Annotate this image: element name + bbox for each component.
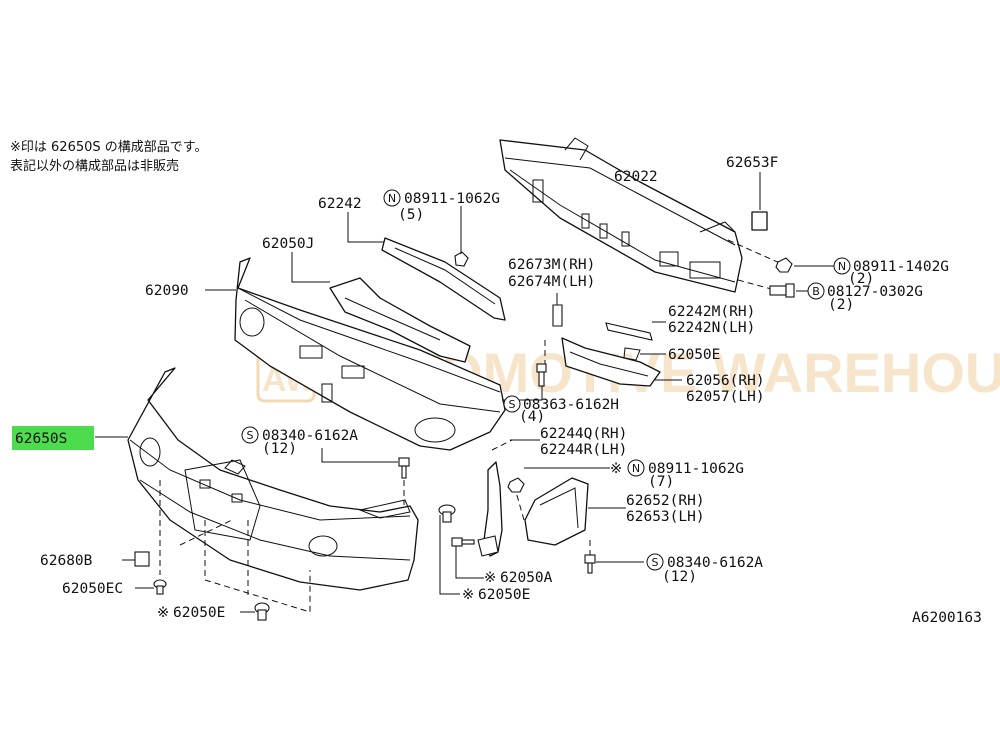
label-62242: 62242 [318,196,362,212]
label-62652: 62652(RH) [626,493,705,509]
label-62242M: 62242M(RH) [668,304,755,320]
bracket-62056 [544,337,661,387]
label-62244Q: 62244Q(RH) [540,426,627,442]
label-08340-6162A-lower: 08340-6162A [667,555,763,571]
screw-symbol-3 [646,553,664,571]
svg-text:S: S [652,556,659,569]
nut-symbol-2 [833,257,851,275]
label-62050E-top: 62050E [668,347,720,363]
label-08363-6162H: 08363-6162H [523,397,619,413]
label-62050E-mid: 62050E [478,587,530,603]
svg-text:S: S [247,429,254,442]
bracket-62652 [515,477,589,546]
label-62090: 62090 [145,283,189,299]
label-qty-5: (5) [398,207,424,223]
reinforcement-62022 [499,137,743,293]
label-62650S: 62650S [15,431,67,447]
clip-62050E-bottom-icon [254,602,270,621]
label-08127-0302G: 08127-0302G [827,284,923,300]
bumper-main-62650S [127,367,419,591]
label-62244R: 62244R(LH) [540,442,627,458]
note-component-parts: ※印は 62650S の構成部品です。 [10,140,208,155]
screw-08340-6162A-icon [398,457,410,479]
label-qty-2a: (2) [848,271,874,287]
clip-62050EC-icon [153,579,167,595]
nut-symbol-1 [383,189,401,207]
label-qty-4: (4) [519,409,545,425]
screw-08340-6162A-lower-icon [584,554,596,574]
svg-text:B: B [812,285,820,298]
label-62057: 62057(LH) [686,389,765,405]
label-62653F: 62653F [726,155,778,171]
label-08911-1062G-upper: 08911-1062G [404,191,500,207]
label-62680B: 62680B [40,553,93,569]
clip-62050A-icon [451,537,475,547]
bracket-62244Q [477,461,503,557]
label-qty-12a: (12) [262,441,297,457]
nut-08911-1402G-icon [775,257,793,273]
label-star-4: ※ [157,605,169,621]
label-qty-7: (7) [648,474,674,490]
label-08911-1062G-lower: 08911-1062G [648,461,744,477]
bolt-08127-0302G-icon [769,283,795,298]
bracket-62050J [329,277,471,363]
nut-08911-1062G-lower-icon [507,477,525,493]
svg-text:N: N [632,462,640,475]
label-star-3: ※ [462,587,474,603]
highlight-62650S [12,426,94,450]
pad-62653F [751,211,768,231]
screw-symbol-2 [241,426,259,444]
svg-text:N: N [838,260,846,273]
label-62050EC: 62050EC [62,581,123,597]
figure-id: A6200163 [912,610,982,626]
bracket-62673M [552,293,563,327]
svg-text:N: N [388,192,396,205]
label-62050J: 62050J [262,236,314,252]
label-star-1: ※ [610,461,622,477]
label-62056: 62056(RH) [686,373,765,389]
label-62653: 62653(LH) [626,509,705,525]
label-qty-2b: (2) [828,297,854,313]
screw-symbol-1 [503,395,521,413]
label-62050A: 62050A [500,570,553,586]
svg-text:S: S [509,398,516,411]
label-62674M: 62674M(LH) [508,274,595,290]
label-62022: 62022 [614,169,658,185]
label-star-2: ※ [484,570,496,586]
nut-symbol-3 [627,459,645,477]
label-62673M: 62673M(RH) [508,257,595,273]
label-08911-1402G: 08911-1402G [853,259,949,275]
label-62050E-bottom: 62050E [173,605,225,621]
label-qty-12b: (12) [662,569,697,585]
label-08340-6162A-upper: 08340-6162A [262,428,358,444]
pad-62680B [134,551,150,567]
seal-62242M [605,322,653,341]
bolt-symbol [807,282,825,300]
bracket-62242 [381,237,506,321]
clip-62050E-mid-icon [438,504,456,523]
label-62242N: 62242N(LH) [668,320,755,336]
bumper-upper-62090 [234,257,506,451]
note-not-sold: 表記以外の構成部品は非販売 [10,159,180,174]
